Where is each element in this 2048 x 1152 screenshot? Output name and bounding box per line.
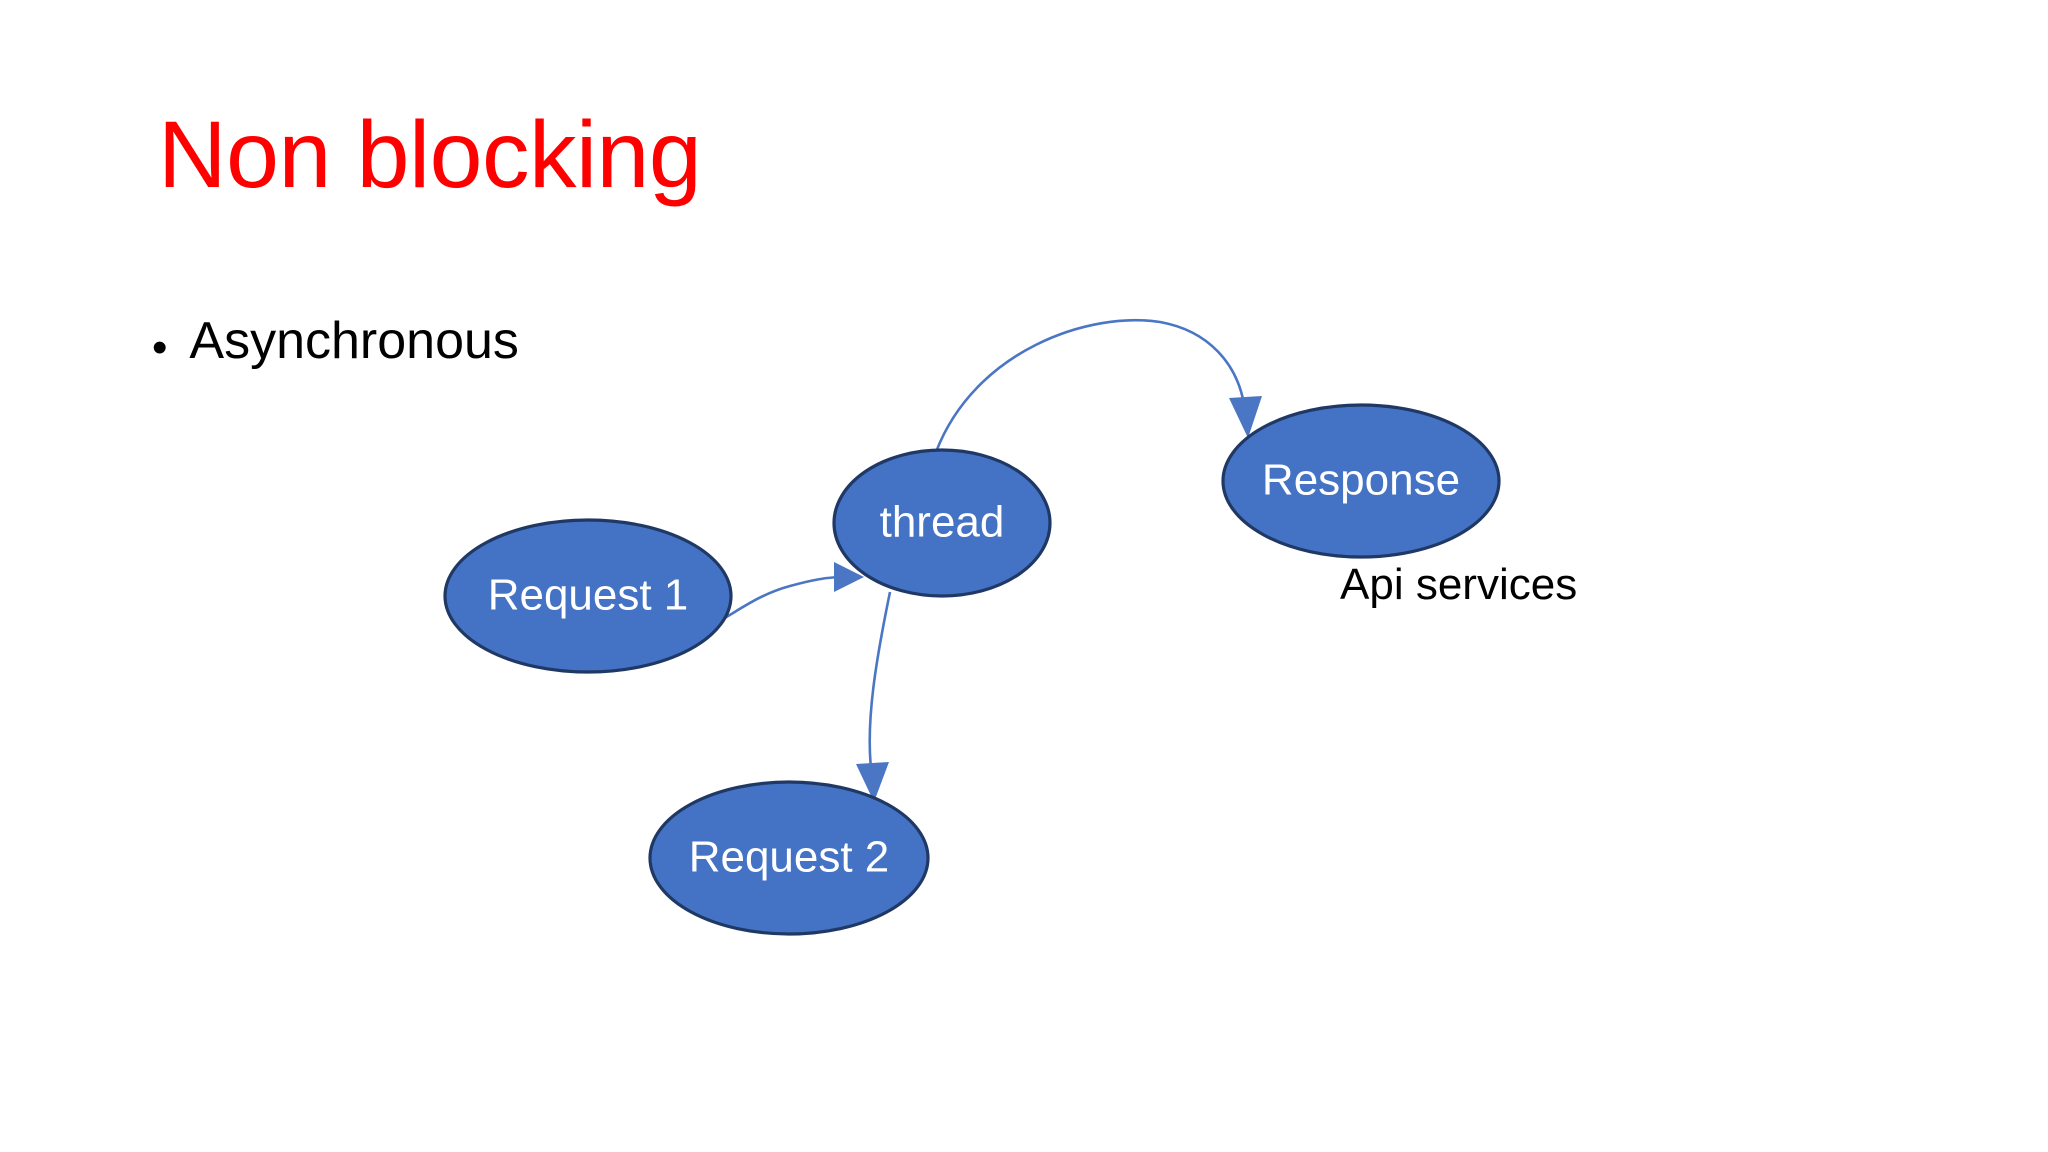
node-shape[interactable] — [832, 448, 1052, 598]
api-services-caption: Api services — [1340, 560, 1578, 609]
bullet-item-label: Asynchronous — [189, 312, 519, 370]
node-label-response: Response — [1262, 456, 1460, 505]
node-label-thread: thread — [880, 498, 1005, 547]
node-shape[interactable] — [443, 518, 733, 674]
edge-thread-to-response — [934, 318, 1262, 453]
node-response[interactable]: Response — [1221, 403, 1501, 559]
bullet-point-icon: • — [152, 323, 168, 372]
node-shape[interactable] — [1221, 403, 1501, 559]
bullet-list: • Asynchronous — [152, 312, 1152, 372]
node-thread[interactable]: thread — [832, 448, 1052, 598]
page-title: Non blocking — [158, 102, 702, 208]
node-label-request1: Request 1 — [488, 571, 689, 620]
node-request2[interactable]: Request 2 — [648, 780, 930, 936]
node-label-request2: Request 2 — [689, 833, 890, 882]
list-item: • Asynchronous — [152, 312, 1152, 372]
node-request1[interactable]: Request 1 — [443, 518, 733, 674]
edge-thread-to-request2 — [856, 591, 892, 802]
node-shape[interactable] — [648, 780, 930, 936]
